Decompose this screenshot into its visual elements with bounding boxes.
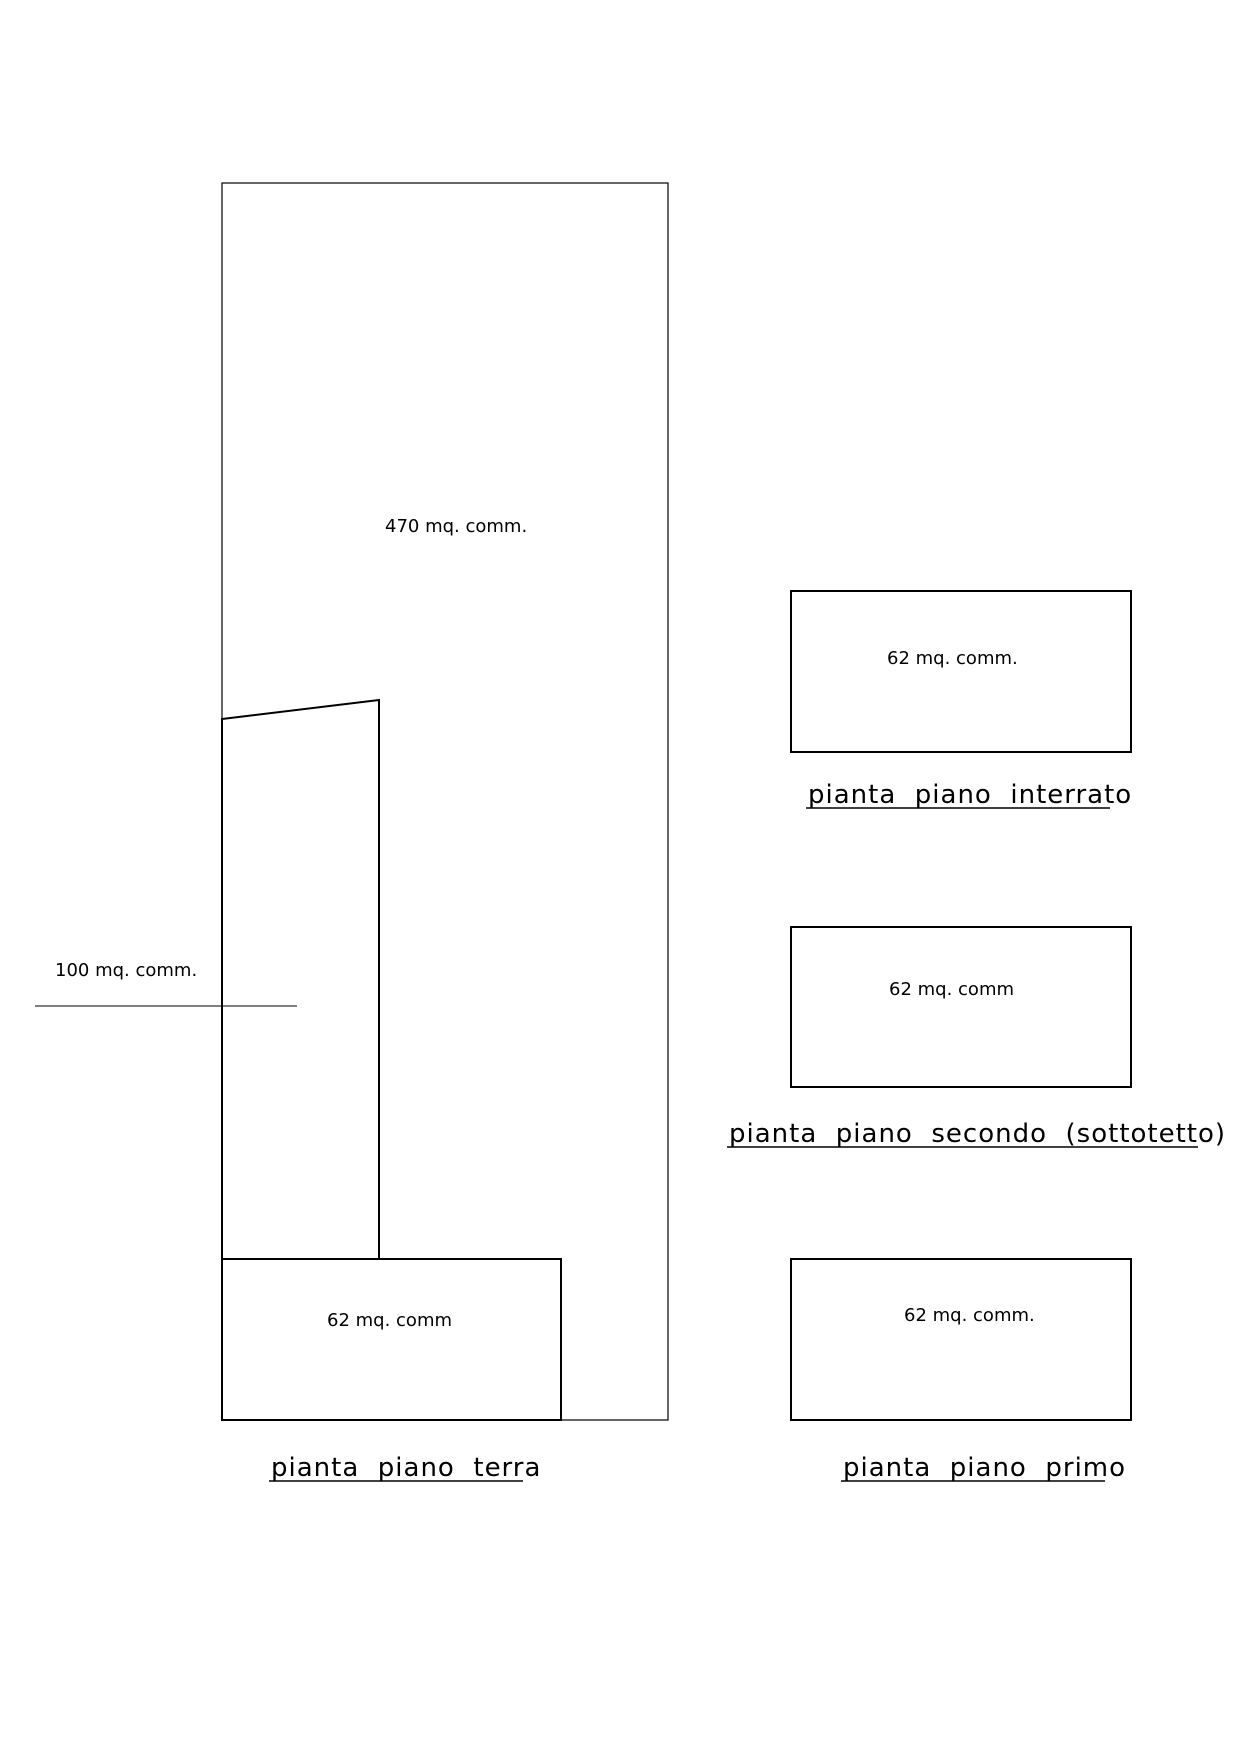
- first-floor-area-label: 62 mq. comm.: [904, 1305, 1035, 1326]
- ground-floor-title: pianta piano terra: [271, 1453, 541, 1483]
- basement-area-label: 62 mq. comm.: [887, 648, 1018, 669]
- ground-floor-left-wing: [221, 698, 380, 1260]
- second-floor-title: pianta piano secondo (sottotetto): [729, 1119, 1226, 1149]
- basement-plan: 62 mq. comm. pianta piano interrato: [790, 590, 1132, 810]
- ground-floor-plan: 470 mq. comm. 100 mq. comm. 62 mq. comm …: [35, 182, 669, 1483]
- second-floor-plan: 62 mq. comm pianta piano secondo (sottot…: [727, 926, 1226, 1149]
- second-floor-area-label: 62 mq. comm: [889, 979, 1014, 1000]
- first-floor-plan: 62 mq. comm. pianta piano primo: [790, 1258, 1132, 1483]
- first-floor-block: [790, 1258, 1132, 1421]
- ground-floor-outer-area-label: 470 mq. comm.: [385, 516, 527, 537]
- second-floor-block: [790, 926, 1132, 1088]
- ground-floor-front-area-label: 62 mq. comm: [327, 1310, 452, 1331]
- basement-block: [790, 590, 1132, 753]
- first-floor-title: pianta piano primo: [843, 1453, 1126, 1483]
- ground-floor-outer-perimeter: [221, 182, 669, 1421]
- ground-floor-left-area-label: 100 mq. comm.: [55, 960, 197, 981]
- basement-title: pianta piano interrato: [808, 780, 1132, 810]
- ground-floor-front-block: [221, 1258, 562, 1421]
